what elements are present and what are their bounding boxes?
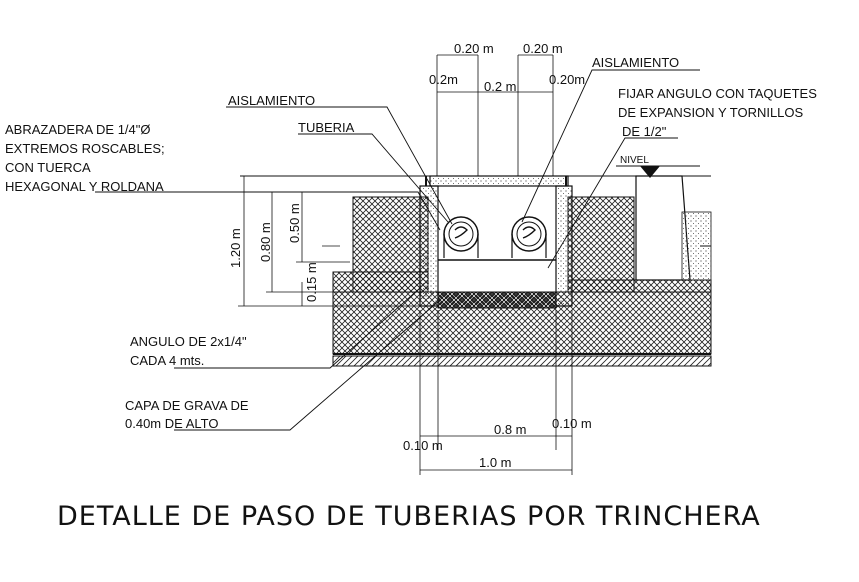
label-fijar-3: DE 1/2" bbox=[622, 124, 667, 139]
label-aislamiento-left: AISLAMIENTO bbox=[228, 93, 315, 108]
bottom-strip bbox=[332, 355, 712, 367]
label-grava-1: CAPA DE GRAVA DE bbox=[125, 398, 249, 413]
right-lower-fill bbox=[567, 279, 712, 293]
label-fijar-1: FIJAR ANGULO CON TAQUETES bbox=[618, 86, 817, 101]
dim-b-010-left: 0.10 m bbox=[403, 438, 443, 453]
pipes bbox=[443, 216, 547, 258]
label-angulo-2: CADA 4 mts. bbox=[130, 353, 204, 368]
gravel-layer bbox=[437, 291, 557, 309]
dim-top-right-020: 0.20 m bbox=[523, 41, 563, 56]
label-grava-2: 0.40m DE ALTO bbox=[125, 416, 218, 431]
pipe-left bbox=[443, 216, 479, 258]
label-fijar-2: DE EXPANSION Y TORNILLOS bbox=[618, 105, 804, 120]
right-fill bbox=[567, 196, 635, 293]
dimension-lines bbox=[238, 54, 573, 475]
dim-b-10: 1.0 m bbox=[479, 455, 512, 470]
dim-top-020-right: 0.20m bbox=[549, 72, 585, 87]
dim-v-015: 0.15 m bbox=[304, 262, 319, 302]
trench-walls bbox=[240, 175, 711, 307]
dim-v-080: 0.80 m bbox=[258, 222, 273, 262]
dim-top-02: 0.2m bbox=[429, 72, 458, 87]
label-abrazadera-1: ABRAZADERA DE 1/4"Ø bbox=[5, 122, 151, 137]
trench-cover bbox=[429, 175, 569, 187]
right-wall bbox=[555, 185, 573, 307]
level-marker-icon bbox=[640, 166, 660, 178]
pipe-right bbox=[511, 216, 547, 258]
label-abrazadera-4: HEXAGONAL Y ROLDANA bbox=[5, 179, 164, 194]
dim-b-08: 0.8 m bbox=[494, 422, 527, 437]
left-wall bbox=[419, 185, 439, 307]
leader-lines bbox=[95, 69, 700, 431]
label-abrazadera-3: CON TUERCA bbox=[5, 160, 91, 175]
ground-layers bbox=[332, 196, 712, 367]
dim-top-left-020: 0.20 m bbox=[454, 41, 494, 56]
drawing-title: DETALLE DE PASO DE TUBERIAS POR TRINCHER… bbox=[57, 501, 761, 532]
right-curb bbox=[616, 165, 712, 281]
label-abrazadera-2: EXTREMOS ROSCABLES; bbox=[5, 141, 165, 156]
label-aislamiento-right: AISLAMIENTO bbox=[592, 55, 679, 70]
annotations: 0.20 m 0.20 m 0.2m 0.2 m 0.20m ABRAZADER… bbox=[5, 41, 817, 532]
label-angulo-1: ANGULO DE 2x1/4" bbox=[130, 334, 247, 349]
dim-v-050: 0.50 m bbox=[287, 203, 302, 243]
dim-top-02-center: 0.2 m bbox=[484, 79, 517, 94]
dim-b-010-right: 0.10 m bbox=[552, 416, 592, 431]
dim-v-120: 1.20 m bbox=[228, 228, 243, 268]
label-nivel: NIVEL bbox=[620, 155, 649, 166]
left-lower-fill bbox=[332, 271, 429, 293]
label-tuberia: TUBERIA bbox=[298, 120, 355, 135]
